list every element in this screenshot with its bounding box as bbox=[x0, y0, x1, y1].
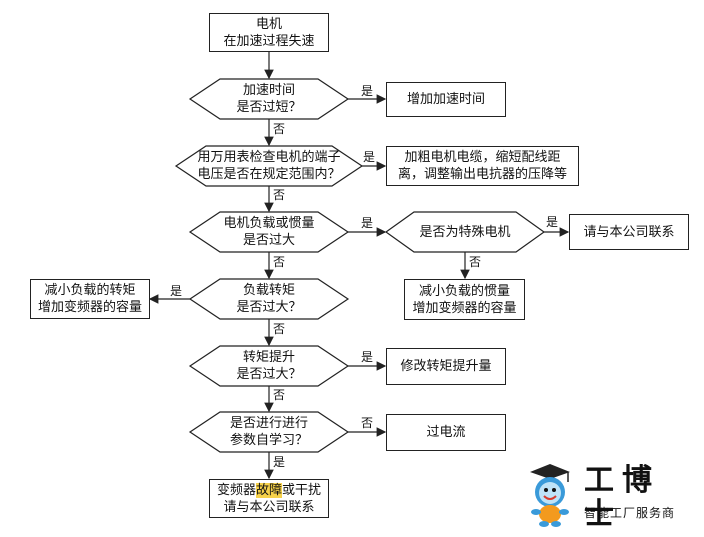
decision-terminal-voltage: 用万用表检查电机的端子 电压是否在规定范围内？ bbox=[197, 150, 341, 182]
end-line-1: 变频器故障或干扰 bbox=[216, 482, 322, 498]
cable-adjust-box: 加粗电机电缆，缩短配线距 离，调整输出电抗器的压降等 bbox=[386, 146, 579, 186]
torque-boost-fix-box: 修改转矩提升量 bbox=[386, 348, 506, 385]
contact-company-box: 请与本公司联系 bbox=[569, 214, 689, 250]
decision-special-motor: 是否为特殊电机 bbox=[419, 224, 511, 240]
yes-label-inertia: 是 bbox=[361, 216, 374, 230]
yes-label-accel: 是 bbox=[361, 84, 374, 98]
reduce-torque-box: 减小负载的转矩 增加变频器的容量 bbox=[30, 279, 150, 319]
start-box: 电机 在加速过程失速 bbox=[209, 13, 329, 52]
no-label-voltage: 否 bbox=[273, 188, 286, 202]
main-flow-arrows bbox=[148, 52, 570, 480]
no-label-autotune: 否 bbox=[361, 416, 374, 430]
decision-load-inertia: 电机负载或惯量 是否过大 bbox=[223, 216, 315, 248]
no-label-special: 否 bbox=[469, 255, 482, 269]
company-logo: 工博士 智能工厂服务商 bbox=[522, 462, 692, 532]
decision-shape-load-torque bbox=[188, 278, 350, 320]
decision-load-torque: 负载转矩 是否过大？ bbox=[236, 283, 302, 315]
yes-label-special: 是 bbox=[546, 215, 559, 229]
reduce-inertia-box: 减小负载的惯量 增加变频器的容量 bbox=[404, 279, 525, 320]
no-label-torque: 否 bbox=[273, 322, 286, 336]
no-label-accel: 否 bbox=[273, 122, 286, 136]
yes-label-boost: 是 bbox=[361, 350, 374, 364]
no-label-inertia: 否 bbox=[273, 255, 286, 269]
decision-accel-time: 加速时间 是否过短？ bbox=[236, 83, 302, 115]
end-line-2: 请与本公司联系 bbox=[223, 499, 315, 515]
increase-accel-time-box: 增加加速时间 bbox=[386, 82, 506, 117]
overcurrent-box: 过电流 bbox=[386, 414, 506, 451]
yes-label-torque: 是 bbox=[170, 284, 183, 298]
logo-tagline: 智能工厂服务商 bbox=[584, 506, 676, 520]
decision-autotune: 是否进行进行 参数自学习？ bbox=[229, 416, 308, 448]
no-label-boost: 否 bbox=[273, 388, 286, 402]
logo-brand-text: 工博士 bbox=[584, 463, 660, 532]
fault-highlight: 故障 bbox=[255, 482, 282, 498]
yes-label-voltage: 是 bbox=[363, 150, 376, 164]
end-box: 变频器故障或干扰 请与本公司联系 bbox=[209, 479, 329, 518]
decision-torque-boost: 转矩提升 是否过大？ bbox=[236, 350, 302, 382]
mascot-icon bbox=[530, 464, 570, 527]
yes-label-autotune: 是 bbox=[273, 455, 286, 469]
